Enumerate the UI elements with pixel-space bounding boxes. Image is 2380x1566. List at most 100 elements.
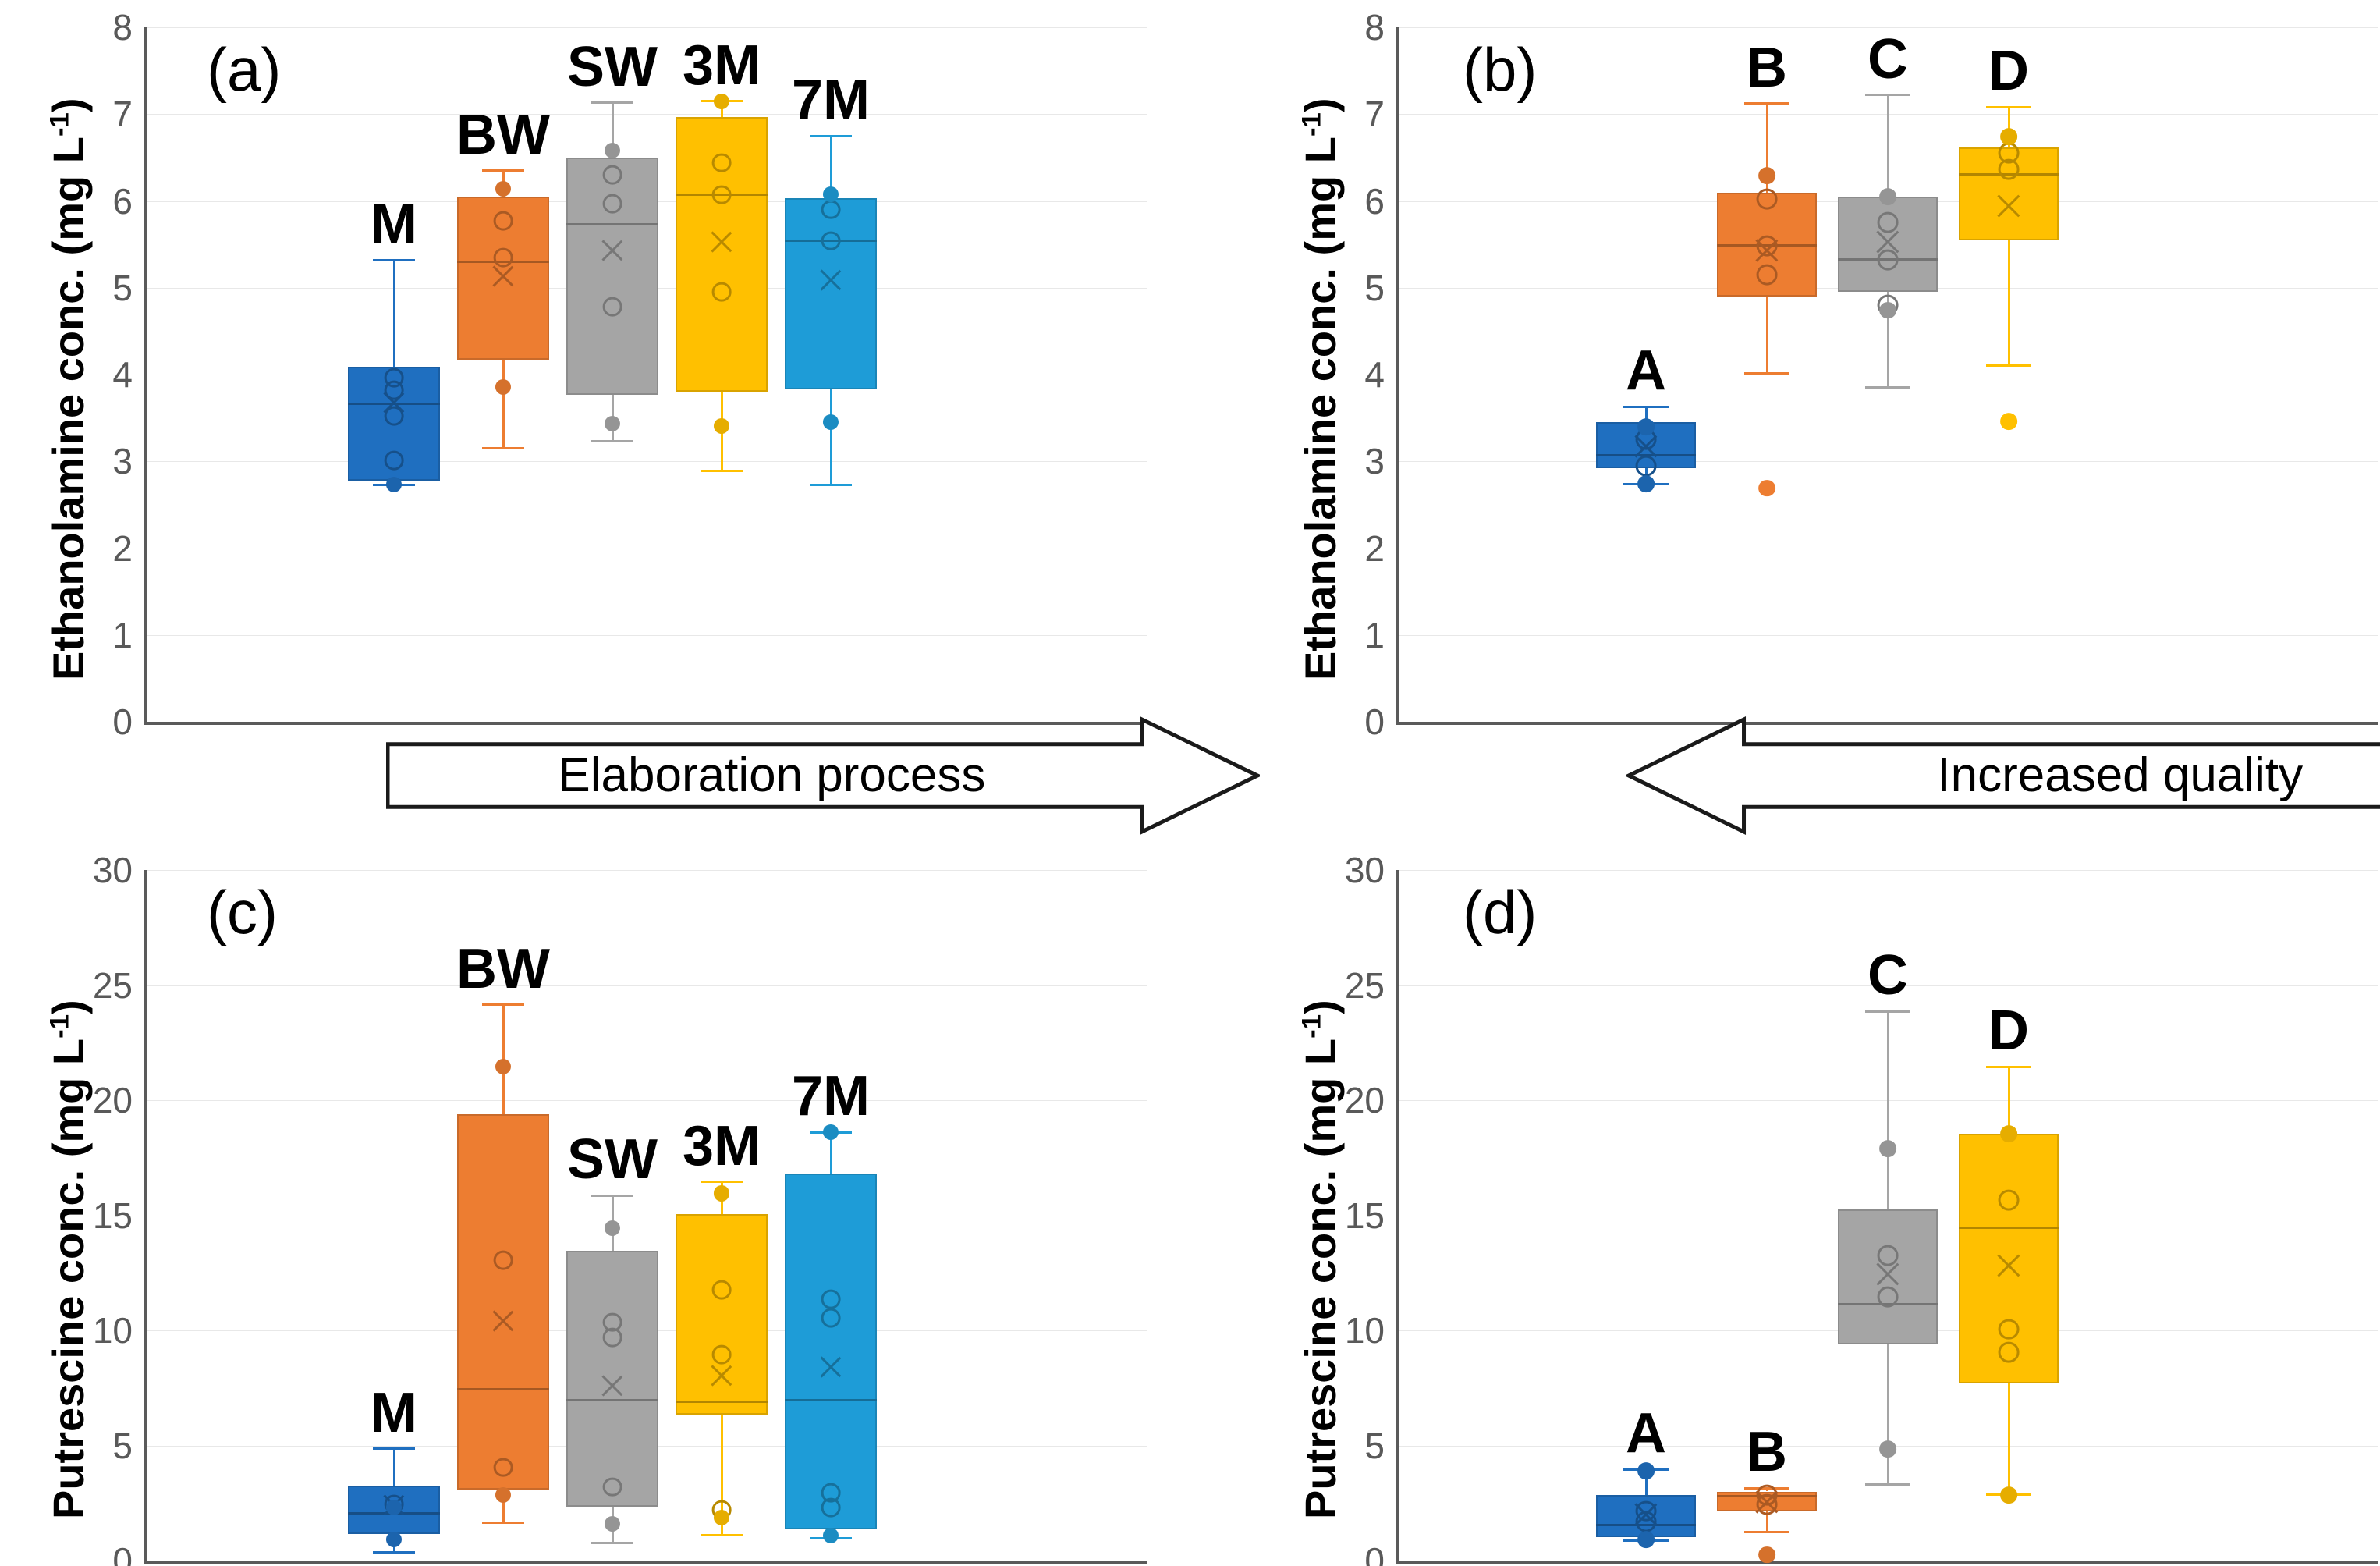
y-tick-label: 1	[112, 614, 133, 655]
y-tick-label: 8	[1364, 7, 1385, 48]
median-line	[676, 1400, 768, 1403]
y-tick-label: 7	[112, 94, 133, 135]
whisker-lower	[502, 1489, 505, 1523]
whisker-upper	[829, 136, 832, 199]
y-tick-label: 5	[1364, 1425, 1385, 1466]
y-tick-label: 15	[92, 1195, 133, 1236]
whisker-upper	[611, 102, 614, 158]
median-line	[1959, 1227, 2059, 1230]
group-label-a-SW: SW	[567, 35, 658, 98]
data-point-open	[602, 165, 622, 185]
data-point-filled	[1637, 1462, 1655, 1479]
gridline	[144, 461, 1147, 462]
data-point-filled	[822, 186, 839, 202]
box-iqr	[785, 198, 877, 389]
arrow-label-left: Elaboration process	[558, 748, 986, 802]
data-point-filled	[604, 416, 621, 432]
gridline	[144, 635, 1147, 636]
whisker-upper	[720, 101, 723, 117]
whisker-upper	[1886, 1011, 1889, 1210]
whisker-upper	[1644, 1469, 1648, 1495]
data-point-filled	[604, 1220, 621, 1236]
data-point-filled	[1879, 188, 1896, 205]
y-tick-label: 3	[1364, 441, 1385, 482]
whisker-cap-lower	[1743, 1530, 1790, 1533]
y-tick-label: 0	[112, 701, 133, 742]
y-tick-label: 30	[92, 850, 133, 890]
y-tick-label: 20	[92, 1080, 133, 1120]
outlier-point	[1758, 479, 1775, 497]
group-label-c-SW: SW	[567, 1128, 658, 1191]
y-tick-label: 0	[1364, 1540, 1385, 1566]
gridline	[144, 1100, 1147, 1101]
group-label-d-A: A	[1626, 1402, 1666, 1465]
whisker-cap-lower	[591, 440, 634, 443]
data-point-open	[711, 1280, 732, 1300]
data-point-open	[602, 194, 622, 214]
whisker-cap-lower	[1743, 372, 1790, 375]
panel-tag: (b)	[1463, 35, 1538, 104]
data-point-filled	[822, 414, 839, 431]
outlier-point	[2000, 413, 2017, 430]
data-point-filled	[2000, 128, 2017, 146]
group-label-b-C: C	[1867, 27, 1908, 91]
y-tick-label: 6	[112, 180, 133, 222]
whisker-lower	[502, 360, 505, 449]
whisker-lower	[829, 389, 832, 485]
y-axis-line	[144, 27, 147, 723]
group-label-b-D: D	[1988, 40, 2029, 103]
data-point-filled	[604, 1515, 621, 1532]
group-label-a-3M: 3M	[682, 34, 761, 97]
whisker-cap-upper	[372, 258, 416, 261]
y-tick-label: 7	[1364, 94, 1385, 135]
whisker-cap-upper	[1864, 1010, 1911, 1013]
data-point-filled	[1879, 301, 1896, 319]
group-label-c-BW: BW	[456, 937, 550, 1000]
median-line	[785, 1399, 877, 1402]
data-point-filled	[822, 1527, 839, 1543]
data-point-open	[384, 368, 404, 388]
arrow-left: Elaboration process	[386, 716, 1260, 835]
data-point-filled	[713, 1185, 730, 1202]
data-point-filled	[822, 1124, 839, 1141]
group-label-a-M: M	[371, 193, 417, 256]
whisker-cap-upper	[809, 134, 853, 137]
data-point-filled	[1879, 1440, 1896, 1458]
data-point-filled	[713, 1510, 730, 1526]
group-label-c-M: M	[371, 1381, 417, 1444]
whisker-cap-upper	[591, 101, 634, 105]
data-point-filled	[1637, 1531, 1655, 1549]
gridline	[1396, 985, 2378, 986]
group-label-b-A: A	[1626, 339, 1666, 403]
x-axis-line	[1396, 1561, 2378, 1564]
data-point-open	[1998, 1319, 2020, 1340]
x-axis-line	[1396, 722, 2378, 725]
whisker-cap-upper	[372, 1447, 416, 1451]
group-label-b-B: B	[1747, 36, 1787, 99]
group-label-c-3M: 3M	[682, 1114, 761, 1177]
whisker-upper	[2007, 1067, 2010, 1134]
y-tick-label: 25	[92, 964, 133, 1006]
panel-tag: (a)	[207, 35, 282, 104]
data-point-open	[493, 247, 513, 268]
